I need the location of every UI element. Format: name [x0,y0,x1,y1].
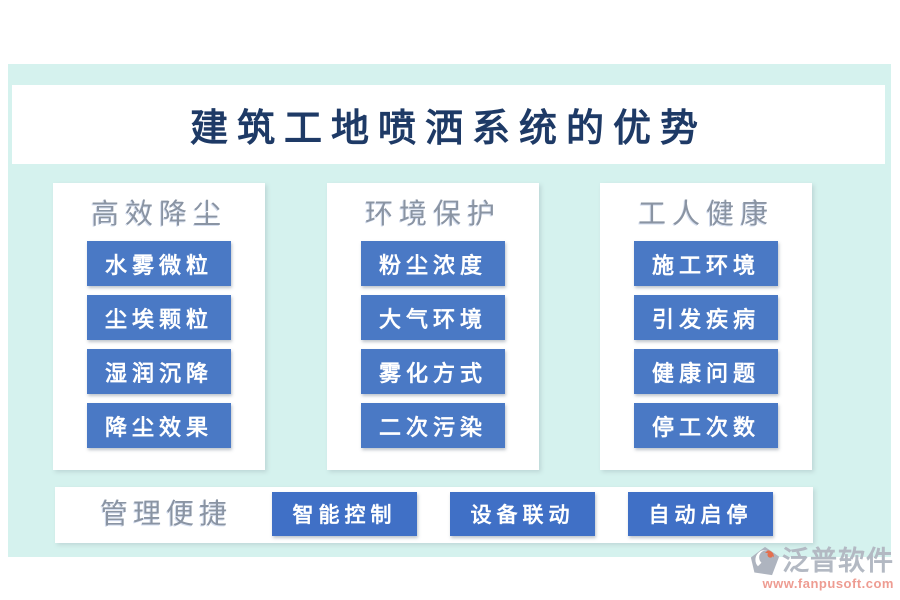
management-bar: 管理便捷 智能控制 设备联动 自动启停 [55,487,813,543]
item-button[interactable]: 大气环境 [361,295,505,340]
bar-button[interactable]: 智能控制 [272,492,417,536]
brand-url: www.fanpusoft.com [762,576,894,591]
item-button[interactable]: 健康问题 [634,349,778,394]
title-banner: 建筑工地喷洒系统的优势 [12,85,885,164]
column-header: 工人健康 [637,199,774,230]
item-button[interactable]: 粉尘浓度 [361,241,505,286]
item-button[interactable]: 停工次数 [634,403,778,448]
column-card-environment: 环境保护 粉尘浓度 大气环境 雾化方式 二次污染 [327,183,539,470]
column-header: 环境保护 [364,199,501,230]
brand-watermark: 泛普软件 www.fanpusoft.com [750,545,894,591]
fanpu-diamond-leaf-icon [750,546,780,576]
item-button[interactable]: 水雾微粒 [87,241,231,286]
column-card-worker-health: 工人健康 施工环境 引发疾病 健康问题 停工次数 [600,183,812,470]
page-title: 建筑工地喷洒系统的优势 [189,108,707,150]
item-button[interactable]: 降尘效果 [87,403,231,448]
item-button[interactable]: 湿润沉降 [87,349,231,394]
item-button[interactable]: 二次污染 [361,403,505,448]
bar-label: 管理便捷 [100,499,233,530]
item-button[interactable]: 引发疾病 [634,295,778,340]
item-button[interactable]: 雾化方式 [361,349,505,394]
bar-button[interactable]: 设备联动 [450,492,595,536]
item-button[interactable]: 尘埃颗粒 [87,295,231,340]
column-card-dust-reduction: 高效降尘 水雾微粒 尘埃颗粒 湿润沉降 降尘效果 [53,183,265,470]
bar-button[interactable]: 自动启停 [628,492,773,536]
item-button[interactable]: 施工环境 [634,241,778,286]
column-header: 高效降尘 [90,199,227,230]
brand-name: 泛普软件 [782,546,894,576]
